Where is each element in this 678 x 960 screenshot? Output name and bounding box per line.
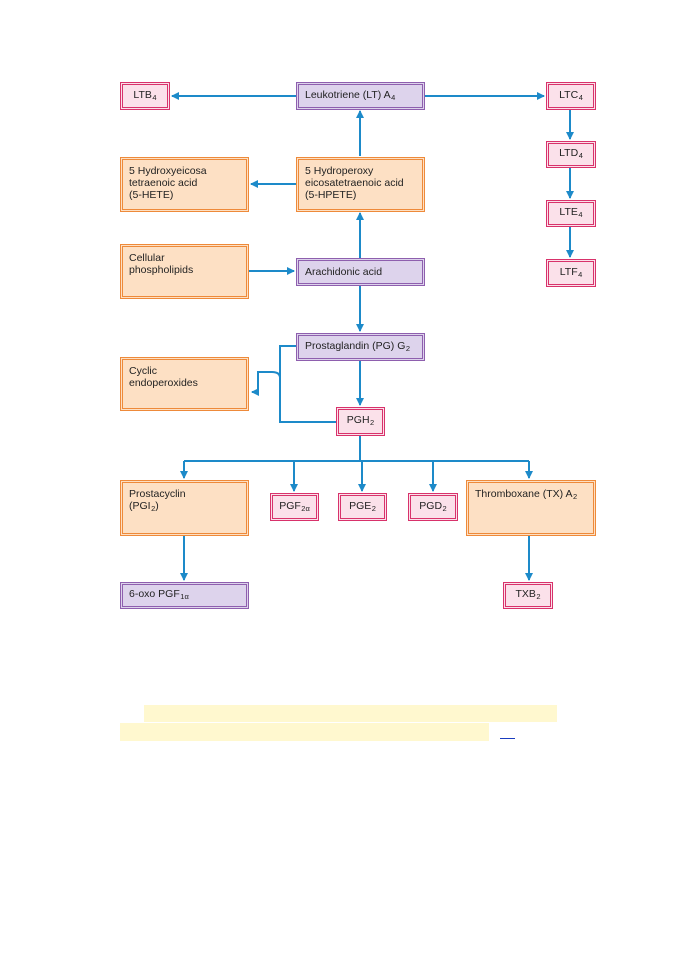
node-thromboxane-a2: Thromboxane (TX) A2 — [466, 480, 596, 536]
node-cellular-phospholipids: Cellular phospholipids — [120, 244, 249, 299]
node-lte4: LTE4 — [546, 200, 596, 227]
node-ltb4: LTB4 — [120, 82, 170, 110]
node-5-hpete: 5 Hydroperoxy eicosatetraenoic acid (5-H… — [296, 157, 425, 212]
node-5-hete: 5 Hydroxyeicosa tetraenoic acid (5-HETE) — [120, 157, 249, 212]
node-cyclic-endoperoxides: Cyclic endoperoxides — [120, 357, 249, 411]
caption-highlight-line-1 — [144, 705, 557, 722]
node-6-oxo-pgf1a: 6-oxo PGF1α — [120, 582, 249, 609]
node-pgd2: PGD2 — [408, 493, 458, 521]
node-prostacyclin: Prostacyclin (PGI2) — [120, 480, 249, 536]
node-pge2: PGE2 — [338, 493, 387, 521]
node-txb2: TXB2 — [503, 582, 553, 609]
caption-link[interactable] — [500, 737, 515, 739]
node-pgh2: PGH2 — [336, 407, 385, 436]
node-ltd4: LTD4 — [546, 141, 596, 168]
loop-cyclic-endoperoxides — [251, 371, 281, 396]
node-arachidonic-acid: Arachidonic acid — [296, 258, 425, 286]
node-ltf4: LTF4 — [546, 259, 596, 287]
node-pgf2a: PGF2α — [270, 493, 319, 521]
node-prostaglandin-g2: Prostaglandin (PG) G2 — [296, 333, 425, 361]
caption-highlight-line-2 — [120, 723, 489, 741]
node-leukotriene-a4: Leukotriene (LT) A4 — [296, 82, 425, 110]
node-ltc4: LTC4 — [546, 82, 596, 110]
